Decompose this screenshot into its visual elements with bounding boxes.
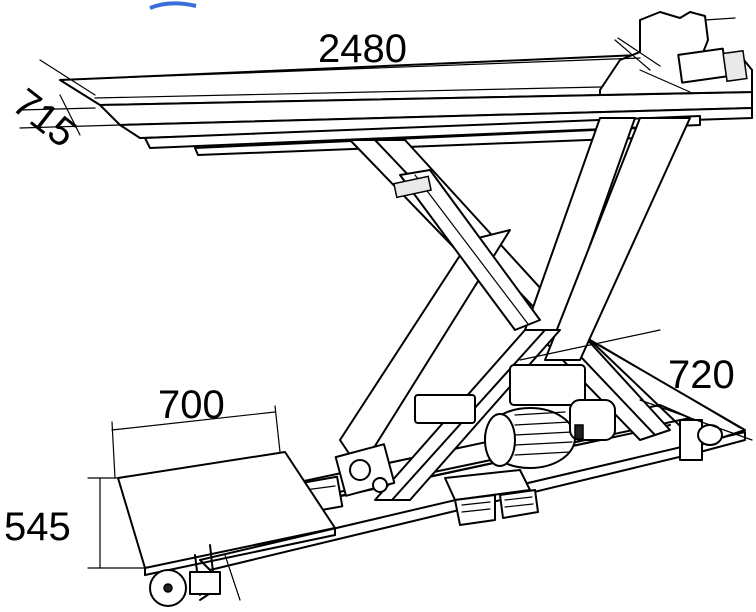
dimension-ramp-length-label: 700 [158,383,225,427]
top-accent-mark [149,1,197,10]
wheel-clamp [599,11,753,96]
dimension-width-label: 715 [4,80,84,156]
dimension-ramp-width-label: 545 [4,505,71,549]
electric-motor [414,364,616,469]
foot-pedals [444,469,539,526]
front-ramp [117,451,336,576]
dimension-lines [19,37,753,569]
dimension-height-label: 720 [668,353,735,397]
corner-bracket [679,419,723,461]
platform-deck [59,54,753,156]
dimension-length-label: 2480 [318,27,407,71]
caster-wheel [149,544,241,607]
